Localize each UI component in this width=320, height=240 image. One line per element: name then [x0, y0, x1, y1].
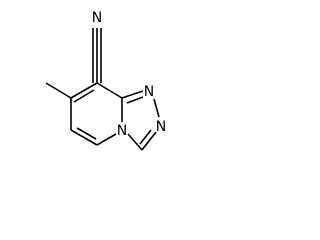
bond-n2-c3	[141, 131, 157, 151]
molecule-structure: N N N N	[45, 10, 166, 151]
bond-n1-n2	[153, 98, 160, 118]
bond-c8a-c8	[96, 82, 123, 99]
bond-c8a-n1-inner	[126, 96, 144, 104]
atom-label-triazole-n2: N	[156, 119, 166, 135]
atom-label-nitrile-n: N	[92, 10, 102, 26]
bond-c8-c7	[70, 82, 98, 99]
bond-n2-c3-inner	[139, 129, 152, 145]
bond-c6-c5-inner	[76, 127, 97, 140]
bond-c6-c5	[70, 129, 98, 146]
bond-c7-methyl	[45, 82, 72, 99]
atom-label-triazole-n1: N	[144, 84, 154, 100]
bond-c3-n4	[127, 133, 143, 151]
bond-c8a-n1	[121, 90, 144, 99]
atom-label-bridgehead-n: N	[117, 123, 127, 139]
bond-c8-c7-inner	[73, 89, 95, 103]
bond-c5-n4	[96, 133, 117, 146]
